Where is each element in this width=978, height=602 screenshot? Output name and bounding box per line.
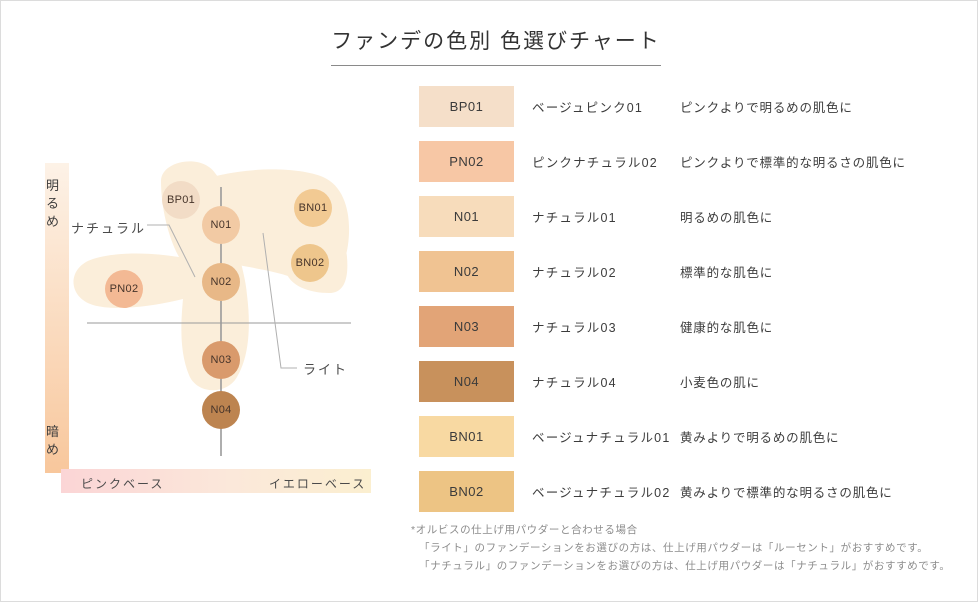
page-title: ファンデの色別 色選びチャート (331, 30, 661, 53)
table-row[interactable]: N03 ナチュラル03 健康的な肌色に (419, 306, 964, 347)
shade-description: 小麦色の肌に (680, 376, 760, 390)
shade-description: ピンクよりで明るめの肌色に (680, 101, 853, 115)
bubble-n04[interactable] (202, 391, 240, 429)
table-row[interactable]: BN02 ベージュナチュラル02 黄みよりで標準的な明るさの肌色に (419, 471, 964, 512)
swatch-bp01: BP01 (419, 86, 514, 127)
swatch-n01: N01 (419, 196, 514, 237)
footnote-line-1: *オルビスの仕上げ用パウダーと合わせる場合 (411, 524, 638, 536)
page-title-block: ファンデの色別 色選びチャート (331, 25, 661, 66)
bubble-n02[interactable] (202, 263, 240, 301)
title-divider (331, 65, 661, 66)
shade-description: 標準的な肌色に (680, 266, 774, 280)
axis-label-yellow-base: イエローベース (269, 477, 367, 491)
shade-name: ピンクナチュラル02 (532, 156, 658, 170)
shade-name: ベージュピンク01 (532, 101, 644, 115)
footnote-line-2: 「ライト」のファンデーションをお選びの方は、仕上げ用パウダーは「ルーセント」がお… (419, 542, 929, 554)
shade-name: ナチュラル04 (532, 376, 617, 390)
shade-name: ナチュラル03 (532, 321, 617, 335)
shade-description: 黄みよりで標準的な明るさの肌色に (680, 486, 893, 500)
table-row[interactable]: PN02 ピンクナチュラル02 ピンクよりで標準的な明るさの肌色に (419, 141, 964, 182)
shade-description: 健康的な肌色に (680, 321, 774, 335)
bubble-bp01[interactable] (162, 181, 200, 219)
table-row[interactable]: N01 ナチュラル01 明るめの肌色に (419, 196, 964, 237)
bubble-bn01[interactable] (294, 189, 332, 227)
shade-description: ピンクよりで標準的な明るさの肌色に (680, 156, 906, 170)
color-positioning-diagram: BP01 N01 BN01 BN02 PN02 N02 N03 N04 ナチュラ… (1, 81, 401, 511)
swatch-n04: N04 (419, 361, 514, 402)
table-row[interactable]: BN01 ベージュナチュラル01 黄みよりで明るめの肌色に (419, 416, 964, 457)
group-label-natural: ナチュラル (71, 221, 147, 236)
swatch-bn01: BN01 (419, 416, 514, 457)
swatch-pn02: PN02 (419, 141, 514, 182)
shade-name: ベージュナチュラル01 (532, 431, 671, 445)
swatch-n02: N02 (419, 251, 514, 292)
bubble-bn02[interactable] (291, 244, 329, 282)
light-leader-line (262, 232, 297, 369)
bubble-pn02[interactable] (105, 270, 143, 308)
axis-label-pink-base: ピンクベース (81, 477, 165, 491)
footnote-line-3: 「ナチュラル」のファンデーションをお選びの方は、仕上げ用パウダーは「ナチュラル」… (419, 560, 951, 572)
bubble-n03[interactable] (202, 341, 240, 379)
footnotes-block: *オルビスの仕上げ用パウダーと合わせる場合 「ライト」のファンデーションをお選び… (411, 521, 971, 575)
table-row[interactable]: N04 ナチュラル04 小麦色の肌に (419, 361, 964, 402)
bubble-n01[interactable] (202, 206, 240, 244)
axis-label-dark: 暗め (45, 424, 60, 457)
base-tone-axis-bar (61, 469, 371, 493)
axis-label-bright: 明るめ (45, 178, 60, 229)
shade-legend-table: BP01 ベージュピンク01 ピンクよりで明るめの肌色に PN02 ピンクナチュ… (419, 86, 964, 526)
shade-name: ナチュラル01 (532, 211, 617, 225)
brightness-axis-bar (45, 163, 69, 473)
shade-description: 明るめの肌色に (680, 211, 774, 225)
table-row[interactable]: BP01 ベージュピンク01 ピンクよりで明るめの肌色に (419, 86, 964, 127)
shade-name: ナチュラル02 (532, 266, 617, 280)
shade-description: 黄みよりで明るめの肌色に (680, 431, 840, 445)
table-row[interactable]: N02 ナチュラル02 標準的な肌色に (419, 251, 964, 292)
swatch-bn02: BN02 (419, 471, 514, 512)
swatch-n03: N03 (419, 306, 514, 347)
natural-leader-line (147, 224, 196, 278)
shade-name: ベージュナチュラル02 (532, 486, 671, 500)
diagram-canvas (45, 161, 371, 493)
group-label-light: ライト (303, 362, 349, 377)
